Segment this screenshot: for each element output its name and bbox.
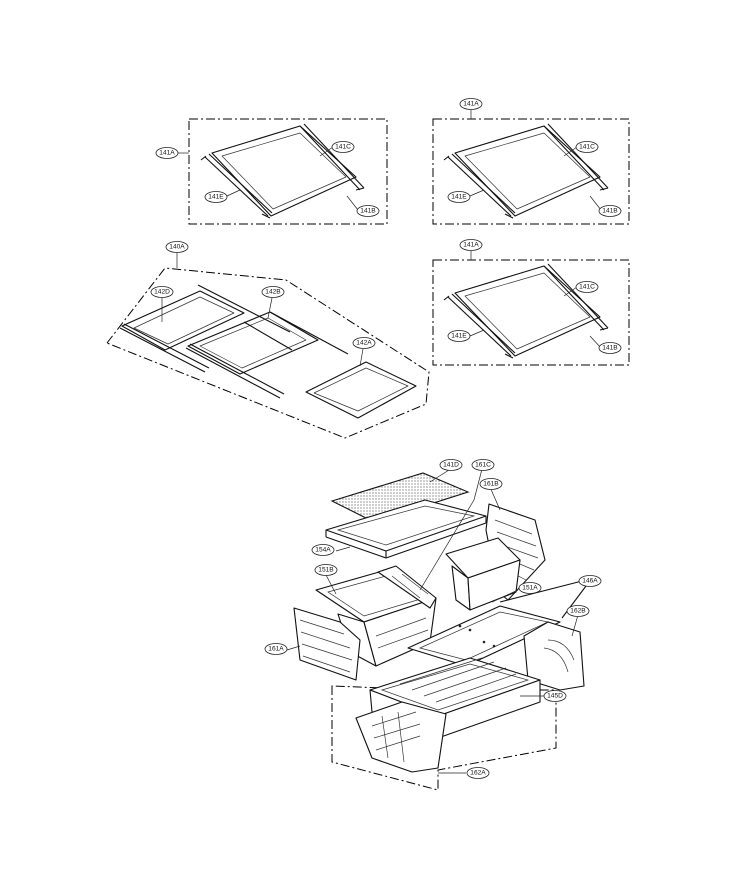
leader-lines [161,110,602,774]
drawer-assembly [293,472,587,791]
callout-161c: 161C [471,459,495,471]
shelf-assembly-3 [432,259,630,366]
callout-151a: 151A [518,582,542,594]
callout-162a: 162A [466,767,490,779]
callout-141c-2: 141C [575,141,599,153]
callout-141b-3: 141B [598,342,622,354]
callout-140a: 140A [165,241,189,253]
callout-154a-label: 154A [315,547,331,554]
callout-141e-3: 141E [447,330,471,342]
callout-141a-1-label: 141A [159,150,175,157]
callout-162b: 162B [566,605,590,617]
callout-142d-label: 142D [154,289,170,296]
callout-141b-1-label: 141B [360,208,376,215]
callout-141c-3: 141C [575,281,599,293]
callout-141e-2: 141E [447,191,471,203]
callout-151b-label: 151B [318,567,334,574]
callout-141e-1: 141E [204,191,228,203]
callout-142b-label: 142B [265,289,281,296]
callout-151a-label: 151A [522,585,538,592]
folding-shelf-assembly [106,267,430,439]
callout-161a-label: 161A [268,646,284,653]
shelf-assembly-1 [188,118,388,225]
callout-141c-2-label: 141C [579,144,595,151]
callout-141c-1: 141C [331,141,355,153]
callout-161b: 161B [479,478,503,490]
callout-151b: 151B [314,564,338,576]
shelf-assembly-2 [432,118,630,225]
callout-141a-3: 141A [459,239,483,251]
callout-141a-2-label: 141A [463,101,479,108]
callout-146a-label: 146A [582,578,598,585]
callout-141b-1: 141B [356,205,380,217]
callouts: 141A 141C 141E 141B 141A 141C 141E [150,98,622,779]
callout-141a-1: 141A [155,147,179,159]
callout-146a: 146A [578,575,602,587]
callout-162a-label: 162A [470,770,486,777]
callout-142d: 142D [150,286,174,298]
callout-140a-label: 140A [169,244,185,251]
callout-141b-2: 141B [598,205,622,217]
callout-142b: 142B [261,286,285,298]
callout-141c-1-label: 141C [335,144,351,151]
callout-141e-1-label: 141E [208,194,224,201]
callout-141d: 141D [439,459,463,471]
callout-154a: 154A [311,544,335,556]
callout-145d-label: 145D [547,693,563,700]
callout-141b-3-label: 141B [602,345,618,352]
callout-141d-label: 141D [443,462,459,469]
callout-142a: 142A [352,337,376,349]
callout-141c-3-label: 141C [579,284,595,291]
callout-162b-label: 162B [570,608,586,615]
callout-161a: 161A [264,643,288,655]
callout-141b-2-label: 141B [602,208,618,215]
callout-141e-3-label: 141E [451,333,467,340]
callout-161b-label: 161B [483,481,499,488]
callout-141a-2: 141A [459,98,483,110]
callout-141a-3-label: 141A [463,242,479,249]
callout-142a-label: 142A [356,340,372,347]
callout-161c-label: 161C [475,462,491,469]
callout-141e-2-label: 141E [451,194,467,201]
callout-145d: 145D [543,690,567,702]
